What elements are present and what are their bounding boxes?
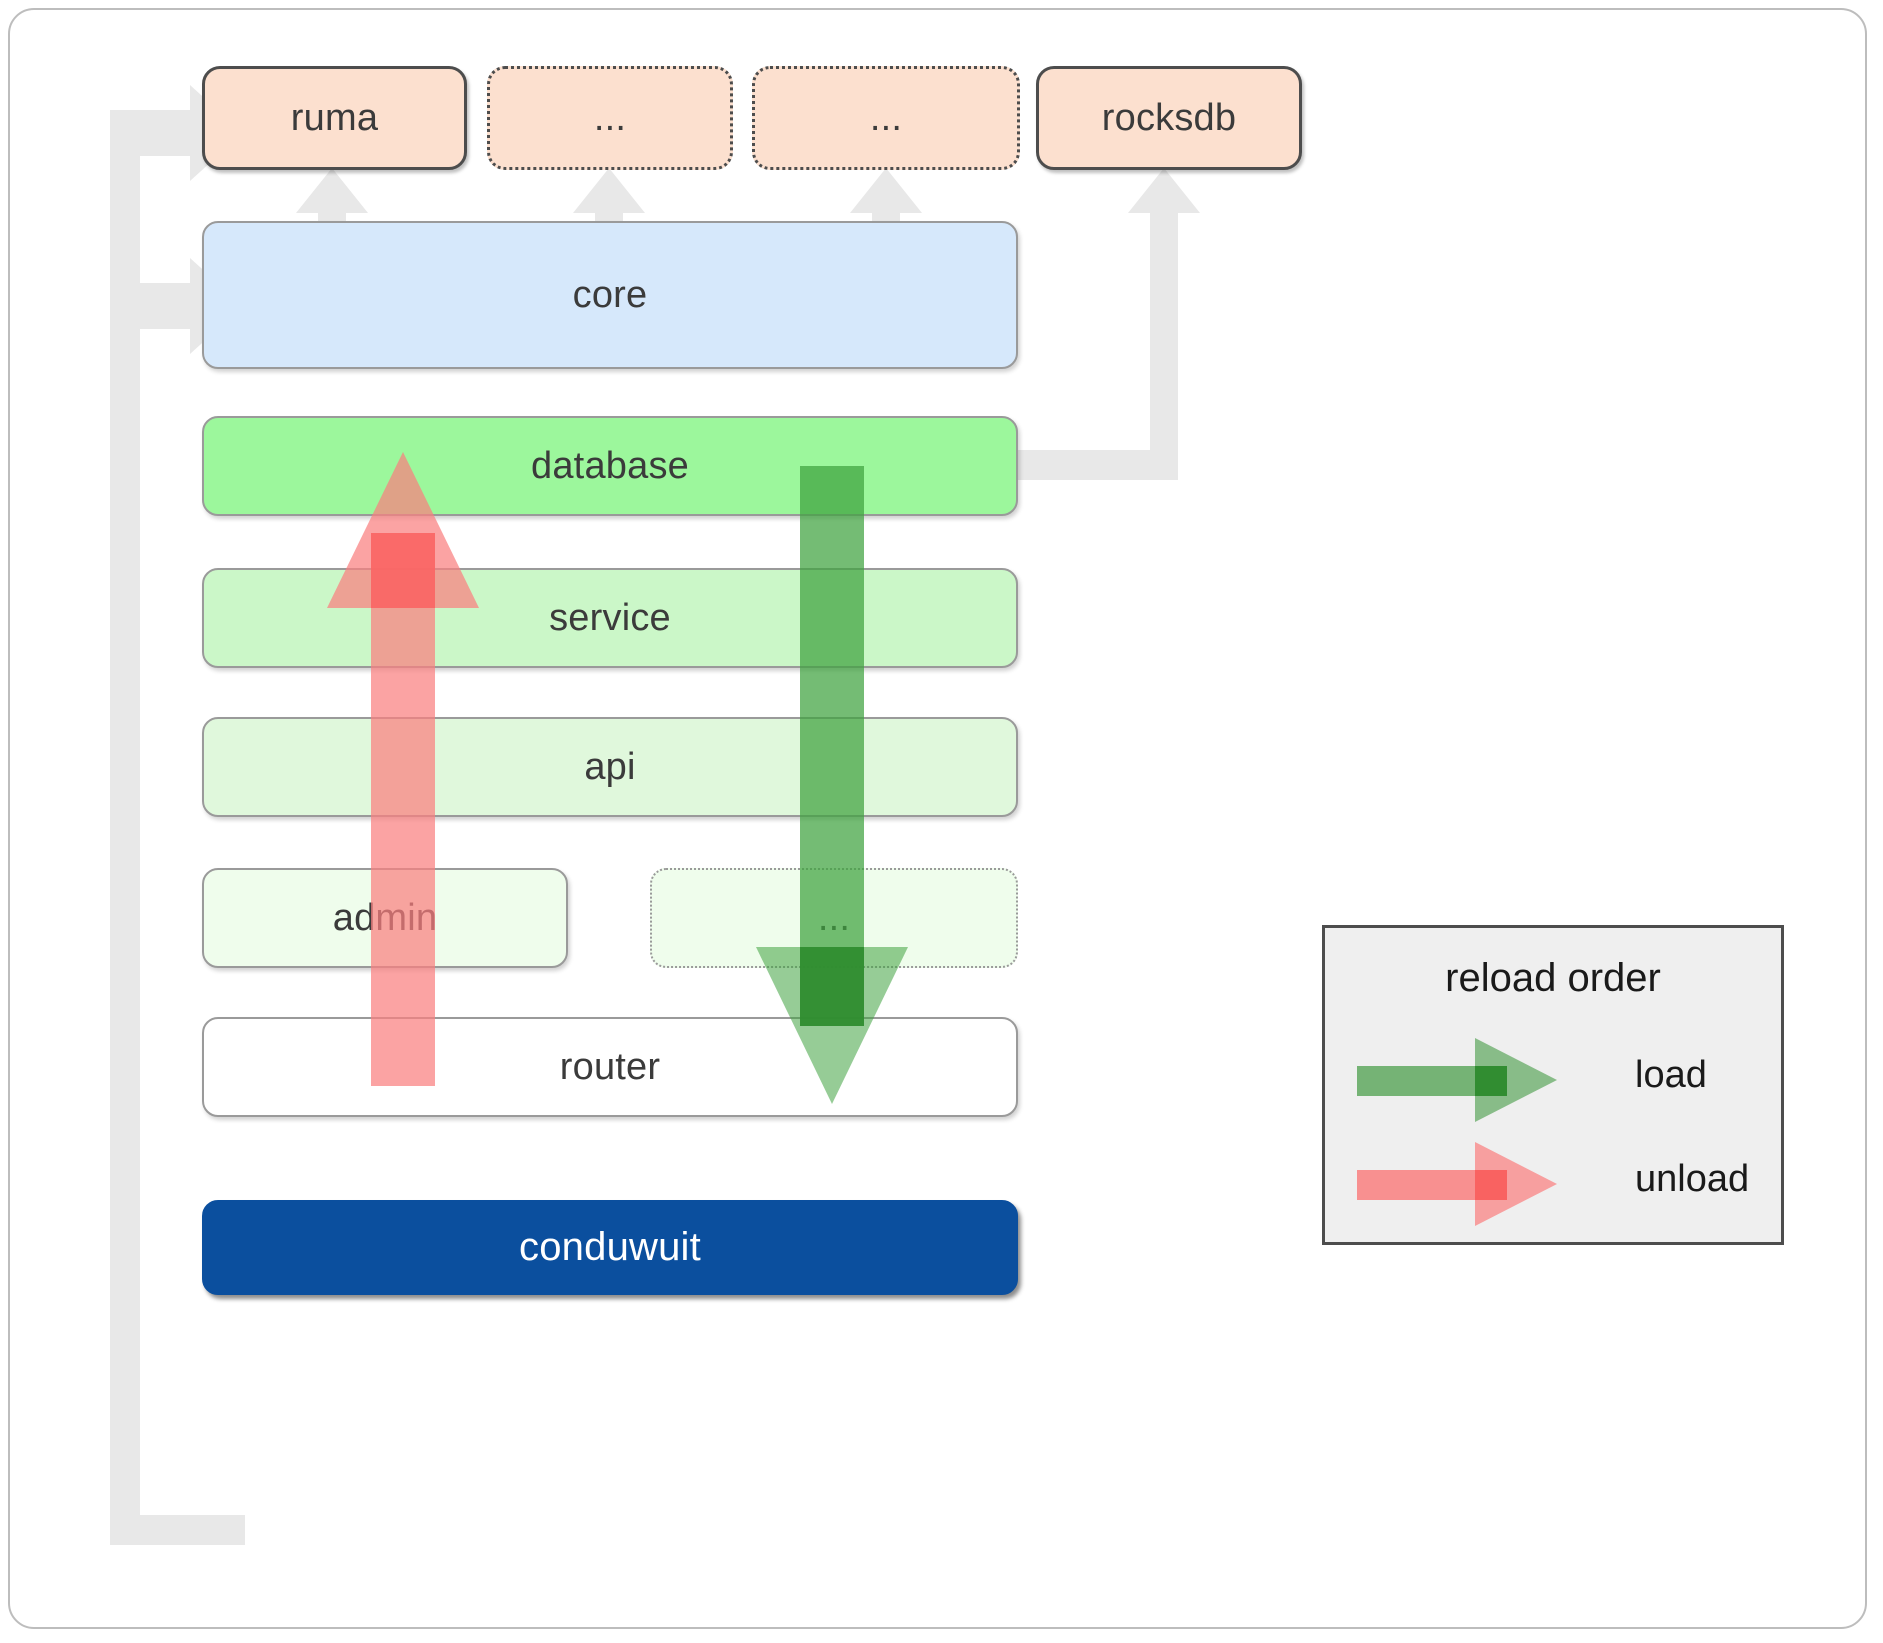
load-arrow-icon xyxy=(1357,1038,1557,1122)
dependency-label: ... xyxy=(869,96,903,139)
layer-label: core xyxy=(572,273,648,316)
dependency-label: ruma xyxy=(290,96,379,139)
root-node-conduwuit[interactable]: conduwuit xyxy=(202,1200,1018,1295)
legend-row-load: load xyxy=(1325,1038,1781,1130)
layer-label: router xyxy=(559,1045,661,1088)
dependency-node-ruma[interactable]: ruma xyxy=(202,66,467,170)
layer-node-core[interactable]: core xyxy=(202,221,1018,369)
legend-row-unload: unload xyxy=(1325,1142,1781,1234)
layer-node-admin[interactable]: admin xyxy=(202,868,568,968)
dependency-node-ellipsis-1[interactable]: ... xyxy=(487,66,733,170)
layer-node-service[interactable]: service xyxy=(202,568,1018,668)
layer-label: database xyxy=(531,444,689,487)
dependency-label: rocksdb xyxy=(1101,96,1237,139)
root-label: conduwuit xyxy=(519,1225,701,1269)
legend-label-unload: unload xyxy=(1635,1158,1750,1200)
layer-label: service xyxy=(549,596,671,639)
legend-panel: reload order load unload xyxy=(1322,925,1784,1245)
dependency-node-ellipsis-2[interactable]: ... xyxy=(752,66,1020,170)
layer-node-api[interactable]: api xyxy=(202,717,1018,817)
dependency-label: ... xyxy=(593,96,627,139)
legend-title: reload order xyxy=(1445,956,1661,1000)
layer-node-ellipsis[interactable]: ... xyxy=(650,868,1018,968)
layer-node-router[interactable]: router xyxy=(202,1017,1018,1117)
dependency-node-rocksdb[interactable]: rocksdb xyxy=(1036,66,1302,170)
layer-label: admin xyxy=(332,896,438,939)
legend-label-load: load xyxy=(1635,1054,1707,1096)
unload-arrow-icon xyxy=(1357,1142,1557,1226)
layer-label: ... xyxy=(817,896,851,939)
layer-node-database[interactable]: database xyxy=(202,416,1018,516)
layer-label: api xyxy=(584,745,636,788)
